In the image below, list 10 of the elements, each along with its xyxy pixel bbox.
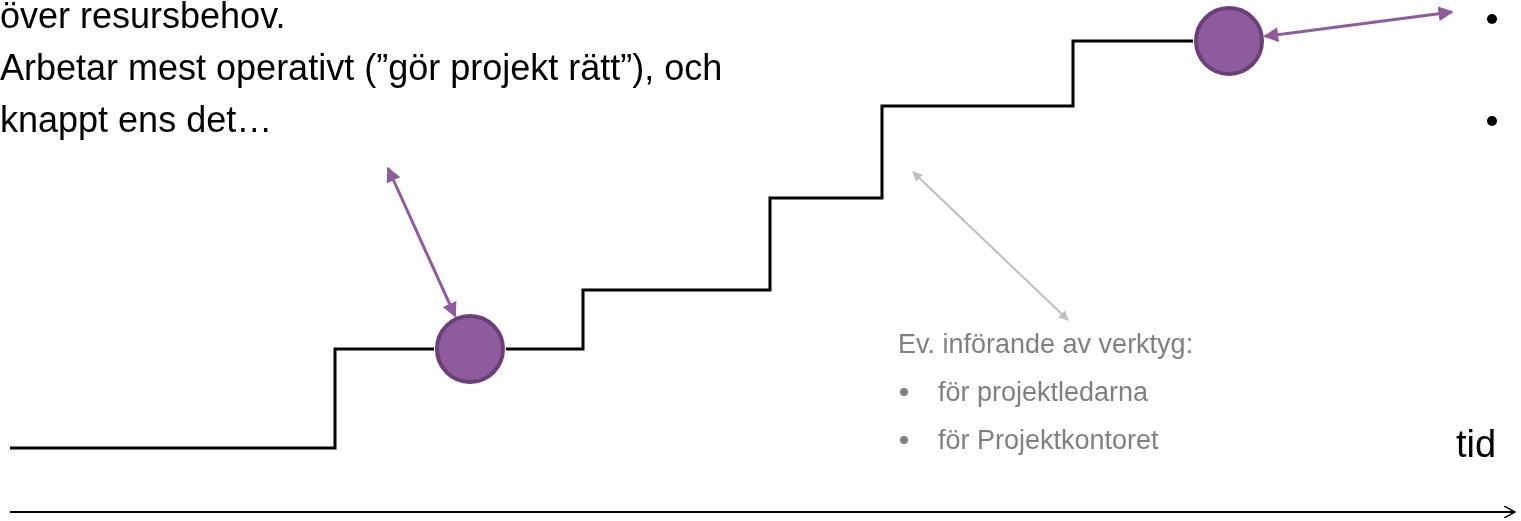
list-item: för projektledarna bbox=[938, 376, 1149, 409]
axis-label: tid bbox=[1456, 422, 1497, 466]
description-text: Arbetar mest operativt (”gör projekt rätt”), och knappt ens det… bbox=[0, 46, 724, 142]
list-item: för Projektkontoret bbox=[938, 424, 1159, 457]
staircase-line bbox=[506, 39, 1193, 351]
double-arrow bbox=[1263, 6, 1454, 43]
double-arrow bbox=[912, 171, 1069, 321]
staircase-line bbox=[10, 347, 434, 450]
note-heading: Ev. införande av verktyg: bbox=[898, 328, 1194, 361]
description-text: över resursbehov. bbox=[0, 0, 286, 38]
